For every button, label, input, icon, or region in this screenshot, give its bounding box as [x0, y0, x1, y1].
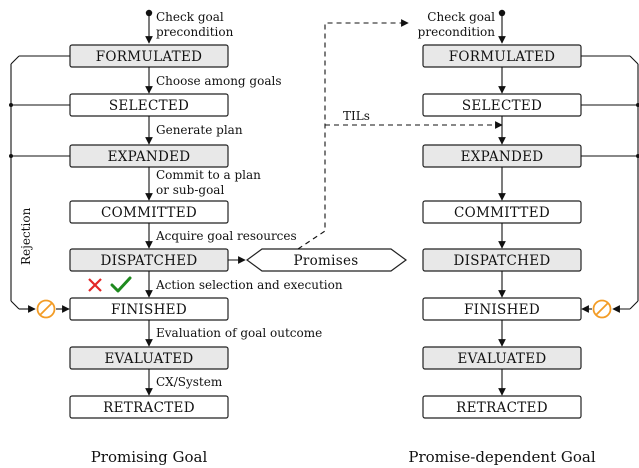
right-state-dispatched-label: DISPATCHED [453, 253, 550, 269]
right-state-expanded-label: EXPANDED [461, 149, 544, 165]
right-state-committed-label: COMMITTED [454, 205, 550, 221]
left-state-finished: FINISHED [69, 297, 229, 321]
right-state-retracted-label: RETRACTED [456, 400, 548, 416]
right-state-dispatched: DISPATCHED [422, 248, 582, 272]
left-state-evaluated: EVALUATED [69, 346, 229, 370]
right-state-selected-label: SELECTED [462, 98, 542, 114]
left-transition-label: Evaluation of goal outcome [156, 326, 322, 340]
left-caption: Promising Goal [91, 448, 208, 466]
left-state-retracted: RETRACTED [69, 395, 229, 419]
right-state-expanded: EXPANDED [422, 144, 582, 168]
left-transition-label: or sub-goal [156, 183, 224, 197]
left-state-finished-label: FINISHED [111, 302, 187, 318]
left-state-evaluated-label: EVALUATED [104, 351, 193, 367]
left-state-selected: SELECTED [69, 93, 229, 117]
left-state-expanded-label: EXPANDED [108, 149, 191, 165]
left-transition-label: Choose among goals [156, 74, 281, 88]
right-state-committed: COMMITTED [422, 200, 582, 224]
left-state-retracted-box [69, 395, 229, 419]
right-start-label-2: precondition [418, 25, 496, 39]
left-state-retracted-label: RETRACTED [103, 400, 195, 416]
left-state-committed: COMMITTED [69, 200, 229, 224]
promises-node: Promises [228, 248, 408, 272]
right-state-selected: SELECTED [422, 93, 582, 117]
left-transition-label: CX/System [156, 375, 223, 389]
left-state-selected-label: SELECTED [109, 98, 189, 114]
right-state-retracted: RETRACTED [422, 395, 582, 419]
left-transition-label: Acquire goal resources [155, 229, 297, 243]
right-caption: Promise-dependent Goal [408, 448, 595, 466]
rejection-label: Rejection [19, 207, 33, 265]
promises-shape [245, 248, 408, 272]
left-start-label-2: precondition [156, 25, 234, 39]
right-state-evaluated-label: EVALUATED [457, 351, 546, 367]
left-state-expanded: EXPANDED [69, 144, 229, 168]
left-state-formulated-label: FORMULATED [96, 49, 202, 65]
left-state-dispatched: DISPATCHED [69, 248, 229, 272]
right-state-formulated: FORMULATED [422, 44, 582, 68]
right-state-evaluated: EVALUATED [422, 346, 582, 370]
promise-dependent-goal-lifecycle: Check goal precondition FORMULATED SELEC… [408, 9, 639, 466]
right-state-finished: FINISHED [422, 297, 582, 321]
left-rejection-icon [36, 299, 56, 319]
promising-goal-lifecycle: Check goal precondition FORMULATED SELEC… [9, 9, 343, 466]
left-state-committed-label: COMMITTED [101, 205, 197, 221]
right-state-formulated-label: FORMULATED [449, 49, 555, 65]
left-state-dispatched-label: DISPATCHED [100, 253, 197, 269]
left-transition-label: Generate plan [156, 123, 243, 137]
tils-label: TILs [343, 109, 370, 123]
right-state-retracted-box [422, 395, 582, 419]
left-transition-label: Commit to a plan [156, 168, 261, 182]
promise-dependency-links [297, 19, 503, 250]
left-rejection-path [9, 55, 70, 313]
left-state-formulated: FORMULATED [69, 44, 229, 68]
right-rejection-path [581, 55, 639, 313]
right-start-label-1: Check goal [427, 10, 495, 24]
right-state-finished-label: FINISHED [464, 302, 540, 318]
left-start-label-1: Check goal [156, 10, 224, 24]
left-transition-label: Action selection and execution [155, 278, 343, 292]
right-rejection-icon [592, 299, 612, 319]
check-icon [110, 276, 132, 293]
cross-icon [88, 278, 102, 292]
promises-label: Promises [293, 253, 358, 269]
